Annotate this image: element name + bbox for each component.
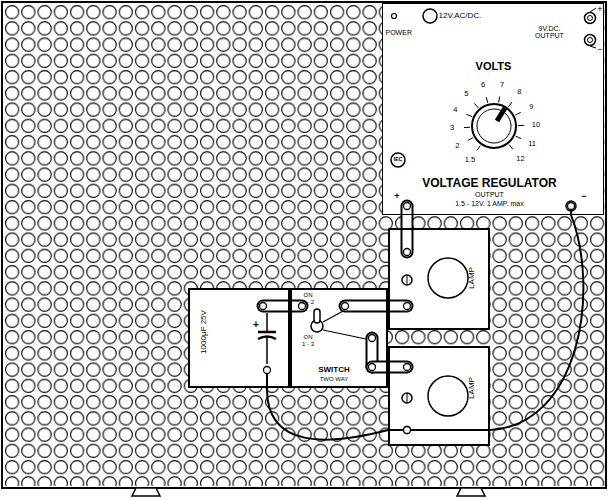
module-label: SWITCH	[318, 366, 350, 374]
board-foot	[132, 488, 160, 496]
capacitor-symbol	[258, 313, 276, 364]
dial-number: 6	[481, 82, 485, 90]
knob-pointer	[497, 108, 505, 121]
capacitor-value: 1000μF 25V	[200, 310, 208, 354]
panel-title: VOLTAGE REGULATOR	[422, 176, 556, 189]
switch-position: 1 - 3	[302, 341, 314, 347]
board-frame	[2, 2, 606, 488]
maker-logo: IEC	[393, 157, 402, 163]
dial-ticks	[464, 97, 524, 151]
rating-label: 1.5 - 12V. 1 AMP. max	[455, 200, 524, 207]
polarity-sign: +	[253, 320, 259, 330]
terminal	[566, 201, 576, 211]
lamp-holder	[402, 393, 412, 403]
lamp-module: LAMP	[388, 228, 490, 330]
polarity-sign: −	[581, 192, 586, 201]
dial-number: 5	[464, 91, 468, 99]
lamp-holder	[402, 275, 412, 285]
supply-label: 12V.AC/DC.	[439, 11, 482, 19]
lamp-bulb	[428, 258, 468, 298]
module-label: LAMP	[468, 267, 476, 289]
voltage-regulator-panel: POWER 12V.AC/DC. 9V.DC. OUTPUT VOLTS VOLTAGE…	[382, 3, 604, 215]
dial-number: 10	[532, 122, 540, 130]
switch-module: ON1 - 2ON1 - 3SWITCHTWO WAY	[290, 288, 388, 388]
logo-ring	[391, 153, 405, 167]
dial-number: 11	[528, 140, 536, 148]
dial-number: 3	[450, 124, 454, 132]
board-foot	[457, 488, 485, 496]
polarity-sign: +	[394, 192, 399, 201]
dial-number: 12	[516, 155, 524, 163]
voltage-knob	[472, 104, 516, 148]
switch-position: ON	[304, 292, 313, 298]
dial-number: 4	[453, 106, 457, 114]
wire	[404, 203, 584, 434]
switch-position: 1 - 2	[302, 299, 314, 305]
polarity-sign: +	[597, 5, 602, 14]
lamp-bulb	[428, 376, 468, 416]
link-bar	[342, 303, 411, 310]
power-socket	[423, 9, 437, 23]
dial-number: 7	[500, 81, 504, 89]
terminal	[585, 13, 596, 24]
module-label: TWO WAY	[320, 376, 349, 382]
lamp-module: LAMP	[388, 346, 490, 446]
power-led	[392, 14, 397, 19]
toggle-switch	[311, 309, 366, 339]
panel-label: POWER	[386, 29, 412, 36]
output-label: 9V.DC. OUTPUT	[534, 24, 566, 39]
capacitor-module: 1000μF 25V	[188, 288, 290, 388]
dial-number: 1.5	[465, 157, 475, 165]
dial-number: 2	[455, 143, 459, 151]
dial-number: 8	[517, 89, 521, 97]
dial-title: VOLTS	[476, 61, 512, 73]
output-label: OUTPUT	[475, 191, 504, 198]
link-bar	[260, 303, 306, 310]
dial-number: 9	[529, 103, 533, 111]
module-label: LAMP	[468, 377, 476, 399]
terminal	[585, 35, 596, 46]
switch-position: ON	[304, 334, 313, 340]
polarity-sign: −	[597, 45, 602, 54]
